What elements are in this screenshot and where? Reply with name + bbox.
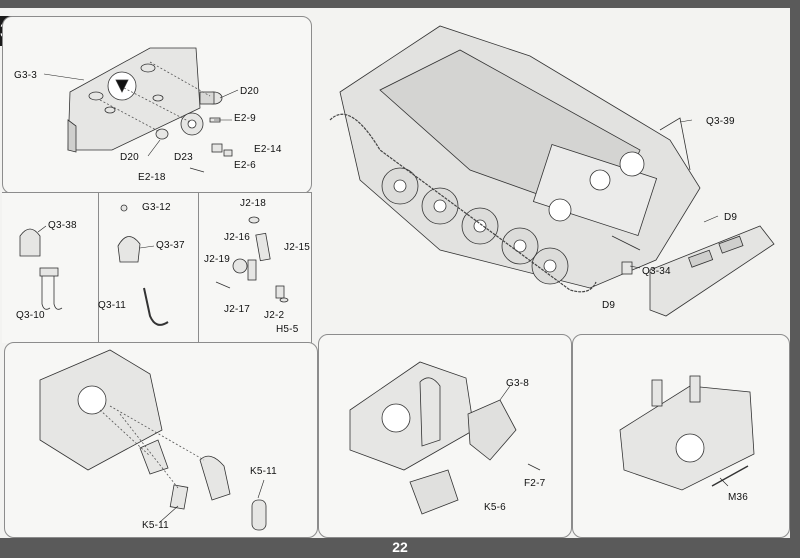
exhaust-pipe-q3-11 <box>143 287 169 326</box>
exhaust-cap-g3-12 <box>120 204 128 212</box>
tank-hull <box>339 25 701 289</box>
exhaust-guard-q3-38 <box>19 228 41 257</box>
exhaust-pipes-q3-10 <box>39 267 63 310</box>
panel-exhaust-right <box>98 192 199 343</box>
rear-plate-top <box>67 47 201 153</box>
label-q3-39: Q3-39 <box>706 116 735 127</box>
page-number: 22 <box>392 539 408 555</box>
rear-plate-finished <box>619 375 755 491</box>
road-wheels <box>381 167 569 285</box>
rear-plate-assembled <box>649 225 775 317</box>
label-d9-left: D9 <box>602 300 616 311</box>
idler-mount-d20-right <box>199 91 223 105</box>
idler-mount-d20-left <box>155 128 169 140</box>
label-f2-7: F2-7 <box>524 478 546 489</box>
rod-f2-7 <box>527 463 541 471</box>
label-q3-34: Q3-34 <box>642 266 671 277</box>
label-k5-11-left: K5-11 <box>142 520 169 531</box>
panel-exhaust-left <box>2 192 99 343</box>
label-d9-right: D9 <box>724 212 738 223</box>
track-run <box>329 113 597 293</box>
rear-plate-armor-install <box>349 361 475 471</box>
label-m36: M36 <box>728 492 749 503</box>
label-e2-14: E2-14 <box>254 144 282 155</box>
label-j2-15: J2-15 <box>284 242 311 253</box>
hub-d23 <box>180 112 204 136</box>
label-d20-right: D20 <box>240 86 259 97</box>
antenna-rod-q3-39 <box>659 117 691 171</box>
label-q3-38: Q3-38 <box>48 220 77 231</box>
tow-hook-q3-34 <box>611 235 641 275</box>
label-j2-17: J2-17 <box>224 304 251 315</box>
label-e2-18: E2-18 <box>138 172 166 183</box>
label-e2-9: E2-9 <box>234 113 256 124</box>
armor-cover-g3-8 <box>467 399 517 461</box>
jack-parts-j2 <box>215 216 289 303</box>
label-g3-8: G3-8 <box>506 378 530 389</box>
label-q3-37: Q3-37 <box>156 240 185 251</box>
label-q3-11: Q3-11 <box>98 300 127 311</box>
label-j2-19: J2-19 <box>204 254 231 265</box>
label-k5-6: K5-6 <box>484 502 506 513</box>
label-k5-11-right: K5-11 <box>250 466 277 477</box>
label-e2-6: E2-6 <box>234 160 256 171</box>
armor-cover-k5-6 <box>409 469 459 515</box>
label-j2-2: J2-2 <box>264 310 285 321</box>
label-h5-5: H5-5 <box>276 324 299 335</box>
label-q3-10: Q3-10 <box>16 310 45 321</box>
label-j2-18: J2-18 <box>240 198 267 209</box>
panel-rear-plate-assembly <box>2 16 312 194</box>
label-g3-3: G3-3 <box>14 70 38 81</box>
label-d23: D23 <box>174 152 193 163</box>
exhaust-guard-q3-37 <box>117 236 141 263</box>
label-g3-12: G3-12 <box>142 202 171 213</box>
rear-plate-exhaust-install <box>39 349 267 531</box>
label-j2-16: J2-16 <box>224 232 251 243</box>
label-d20-left: D20 <box>120 152 139 163</box>
